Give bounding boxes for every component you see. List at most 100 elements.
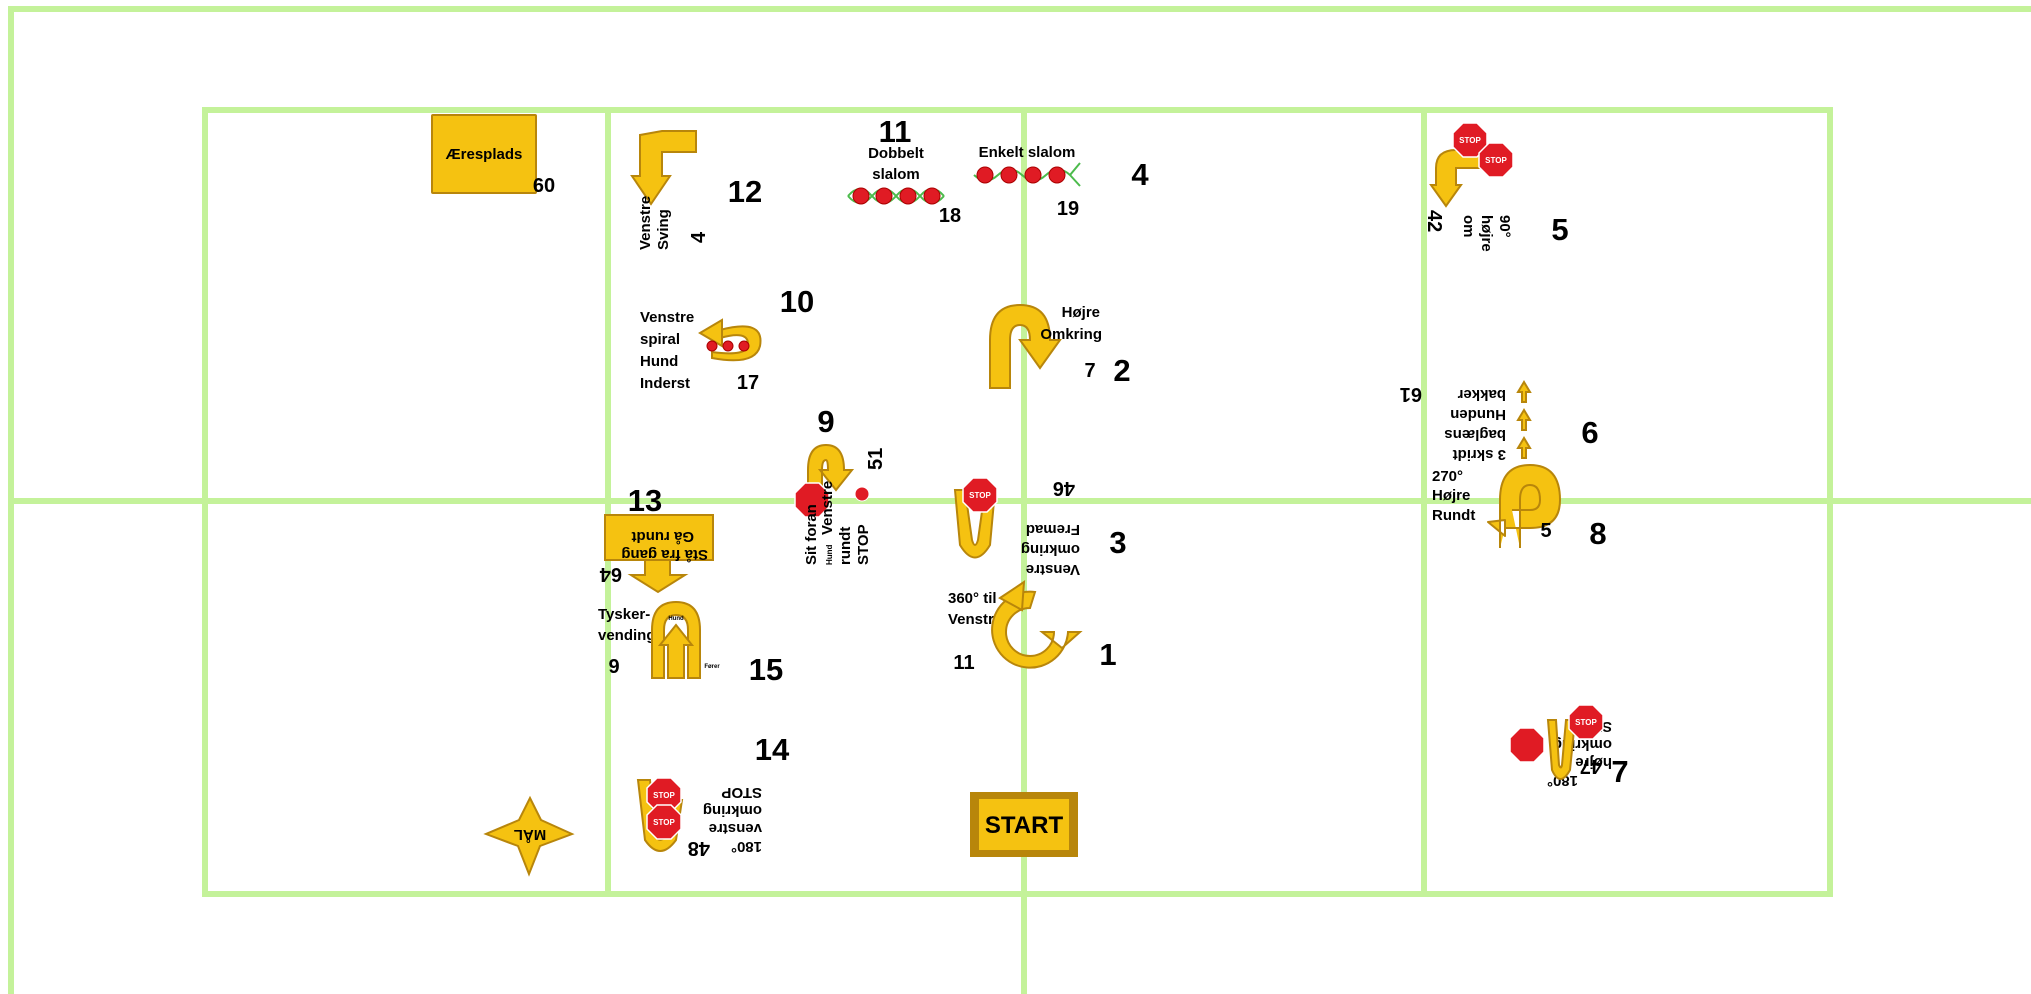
station-2-label-1: Højre (1062, 304, 1100, 321)
station-1: 360° til Venstre 11 1 (948, 582, 1117, 674)
station-4-label: Enkelt slalom (979, 144, 1076, 161)
finish-sign: MÅL (486, 798, 572, 874)
station-10-label-4: Inderst (640, 375, 690, 392)
station-15-label-1: Tysker- (598, 606, 650, 623)
svg-text:STOP: STOP (653, 791, 675, 800)
station-1-code: 11 (953, 652, 974, 674)
station-13-number: 13 (628, 483, 662, 518)
station-1-label-1: 360° til (948, 590, 997, 607)
turn-left-icon (632, 131, 696, 204)
station-4-number: 4 (1131, 157, 1149, 192)
station-11-code: 18 (939, 205, 961, 227)
station-5-number: 5 (1551, 212, 1568, 247)
svg-text:STOP: STOP (969, 491, 991, 500)
station-14-label-3: venstre (709, 820, 762, 837)
spiral-left-icon (700, 320, 761, 360)
station-10-label-2: spiral (640, 331, 680, 348)
station-12-label-1: Venstre (637, 196, 654, 250)
station-9-code: 51 (865, 448, 887, 470)
station-5-label-3: om (1460, 215, 1477, 238)
station-6-code: 61 (1400, 383, 1422, 405)
station-14-number: 14 (755, 732, 790, 767)
station-10-label-1: Venstre (640, 309, 694, 326)
station-8-number: 8 (1589, 516, 1606, 551)
station-2-code: 7 (1084, 360, 1095, 382)
svg-text:Fører: Fører (704, 664, 720, 670)
station-13-label-1: Stå fra gang (621, 546, 708, 563)
station-9-label-5: STOP (855, 524, 872, 565)
station-8-code: 5 (1540, 520, 1551, 542)
station-3: STOP Venstre omkring Fremad 46 3 (955, 477, 1127, 578)
rotate-360-left-icon (992, 582, 1080, 668)
station-12: Venstre Sving 4 12 (632, 131, 762, 250)
station-11-label-1: Dobbelt (868, 145, 924, 162)
station-2: Højre Omkring 7 2 (990, 304, 1131, 388)
station-10-code: 17 (737, 372, 759, 394)
station-10: Venstre spiral Hund Inderst 17 10 (640, 284, 814, 394)
station-7: 180° højre omkring STOP STOP 47 7 (1510, 705, 1629, 789)
station-11-label-2: slalom (872, 166, 920, 183)
station-13-label-2: Gå rundt (631, 528, 694, 545)
station-3-label-2: omkring (1021, 541, 1080, 558)
honor-label: Æresplads (446, 146, 523, 163)
station-5-label-2: højre (1478, 215, 1495, 252)
station-2-label-2: Omkring (1040, 326, 1102, 343)
station-3-number: 3 (1109, 525, 1126, 560)
station-8-label-2: Højre (1432, 487, 1470, 504)
svg-text:STOP: STOP (653, 818, 675, 827)
svg-text:STOP: STOP (1575, 718, 1597, 727)
station-9-label-3: Venstre (819, 481, 836, 535)
station-14-label-2: omkring (703, 802, 762, 819)
station-6-number: 6 (1581, 415, 1598, 450)
station-6: 3 skridt baglæns Hunden bakker 61 6 (1400, 382, 1599, 463)
station-10-number: 10 (780, 284, 814, 319)
station-9: 9 51 Sit foran Hund Venstre rundt STOP (795, 404, 887, 565)
station-7-code: 47 (1580, 755, 1602, 777)
station-4: Enkelt slalom 19 4 (974, 144, 1149, 220)
station-11-number: 11 (879, 114, 912, 149)
german-turn-icon: Hund Fører (652, 602, 720, 678)
station-6-label-4: bakker (1457, 386, 1506, 403)
station-1-number: 1 (1099, 637, 1116, 672)
station-6-label-3: Hunden (1450, 406, 1506, 423)
station-9-label-1: Sit foran (803, 504, 820, 565)
station-3-label-3: Fremad (1026, 521, 1080, 538)
station-14-label-1: STOP (721, 784, 762, 801)
station-9-number: 9 (817, 404, 834, 439)
station-6-label-2: baglæns (1444, 426, 1506, 443)
station-12-code: 4 (688, 231, 710, 243)
station-8-label-1: 270° (1432, 468, 1463, 485)
turn-right-stop-icon (1431, 150, 1486, 206)
station-13-code: 64 (599, 563, 622, 585)
station-2-number: 2 (1113, 353, 1130, 388)
svg-text:STOP: STOP (1485, 156, 1507, 165)
station-15-code: 9 (608, 656, 619, 678)
station-5: STOP STOP 90° højre om 42 5 (1423, 123, 1569, 252)
station-6-label-1: 3 skridt (1453, 446, 1506, 463)
start-label: START (985, 812, 1064, 839)
station-3-label-1: Venstre (1026, 561, 1080, 578)
station-9-label-4: rundt (837, 527, 854, 565)
station-14-code: 48 (688, 837, 710, 859)
station-12-number: 12 (728, 174, 762, 209)
station-8-label-3: Rundt (1432, 507, 1475, 524)
backward-arrows-icon (1518, 382, 1530, 458)
station-12-label-2: Sving (655, 209, 672, 250)
station-10-label-3: Hund (640, 353, 678, 370)
double-slalom-icon (848, 188, 944, 204)
station-3-code: 46 (1053, 477, 1075, 499)
svg-text:STOP: STOP (1459, 136, 1481, 145)
station-15: Tysker- vending Hund Fører 9 15 (598, 602, 783, 687)
station-11: 11 Dobbelt slalom 18 (848, 114, 961, 227)
finish-label: MÅL (514, 826, 547, 843)
station-14: 14 STOP STOP STOP omkring venstre 180° 4… (638, 732, 790, 859)
station-14-label-4: 180° (731, 838, 762, 855)
station-15-label-2: vending (598, 627, 656, 644)
svg-text:Hund: Hund (668, 616, 684, 622)
station-5-code: 42 (1423, 210, 1445, 232)
honor-place-sign: Æresplads 60 (432, 115, 555, 197)
station-5-label-1: 90° (1496, 215, 1513, 238)
station-9-label-2: Hund (825, 544, 834, 565)
start-sign: START (970, 792, 1078, 857)
